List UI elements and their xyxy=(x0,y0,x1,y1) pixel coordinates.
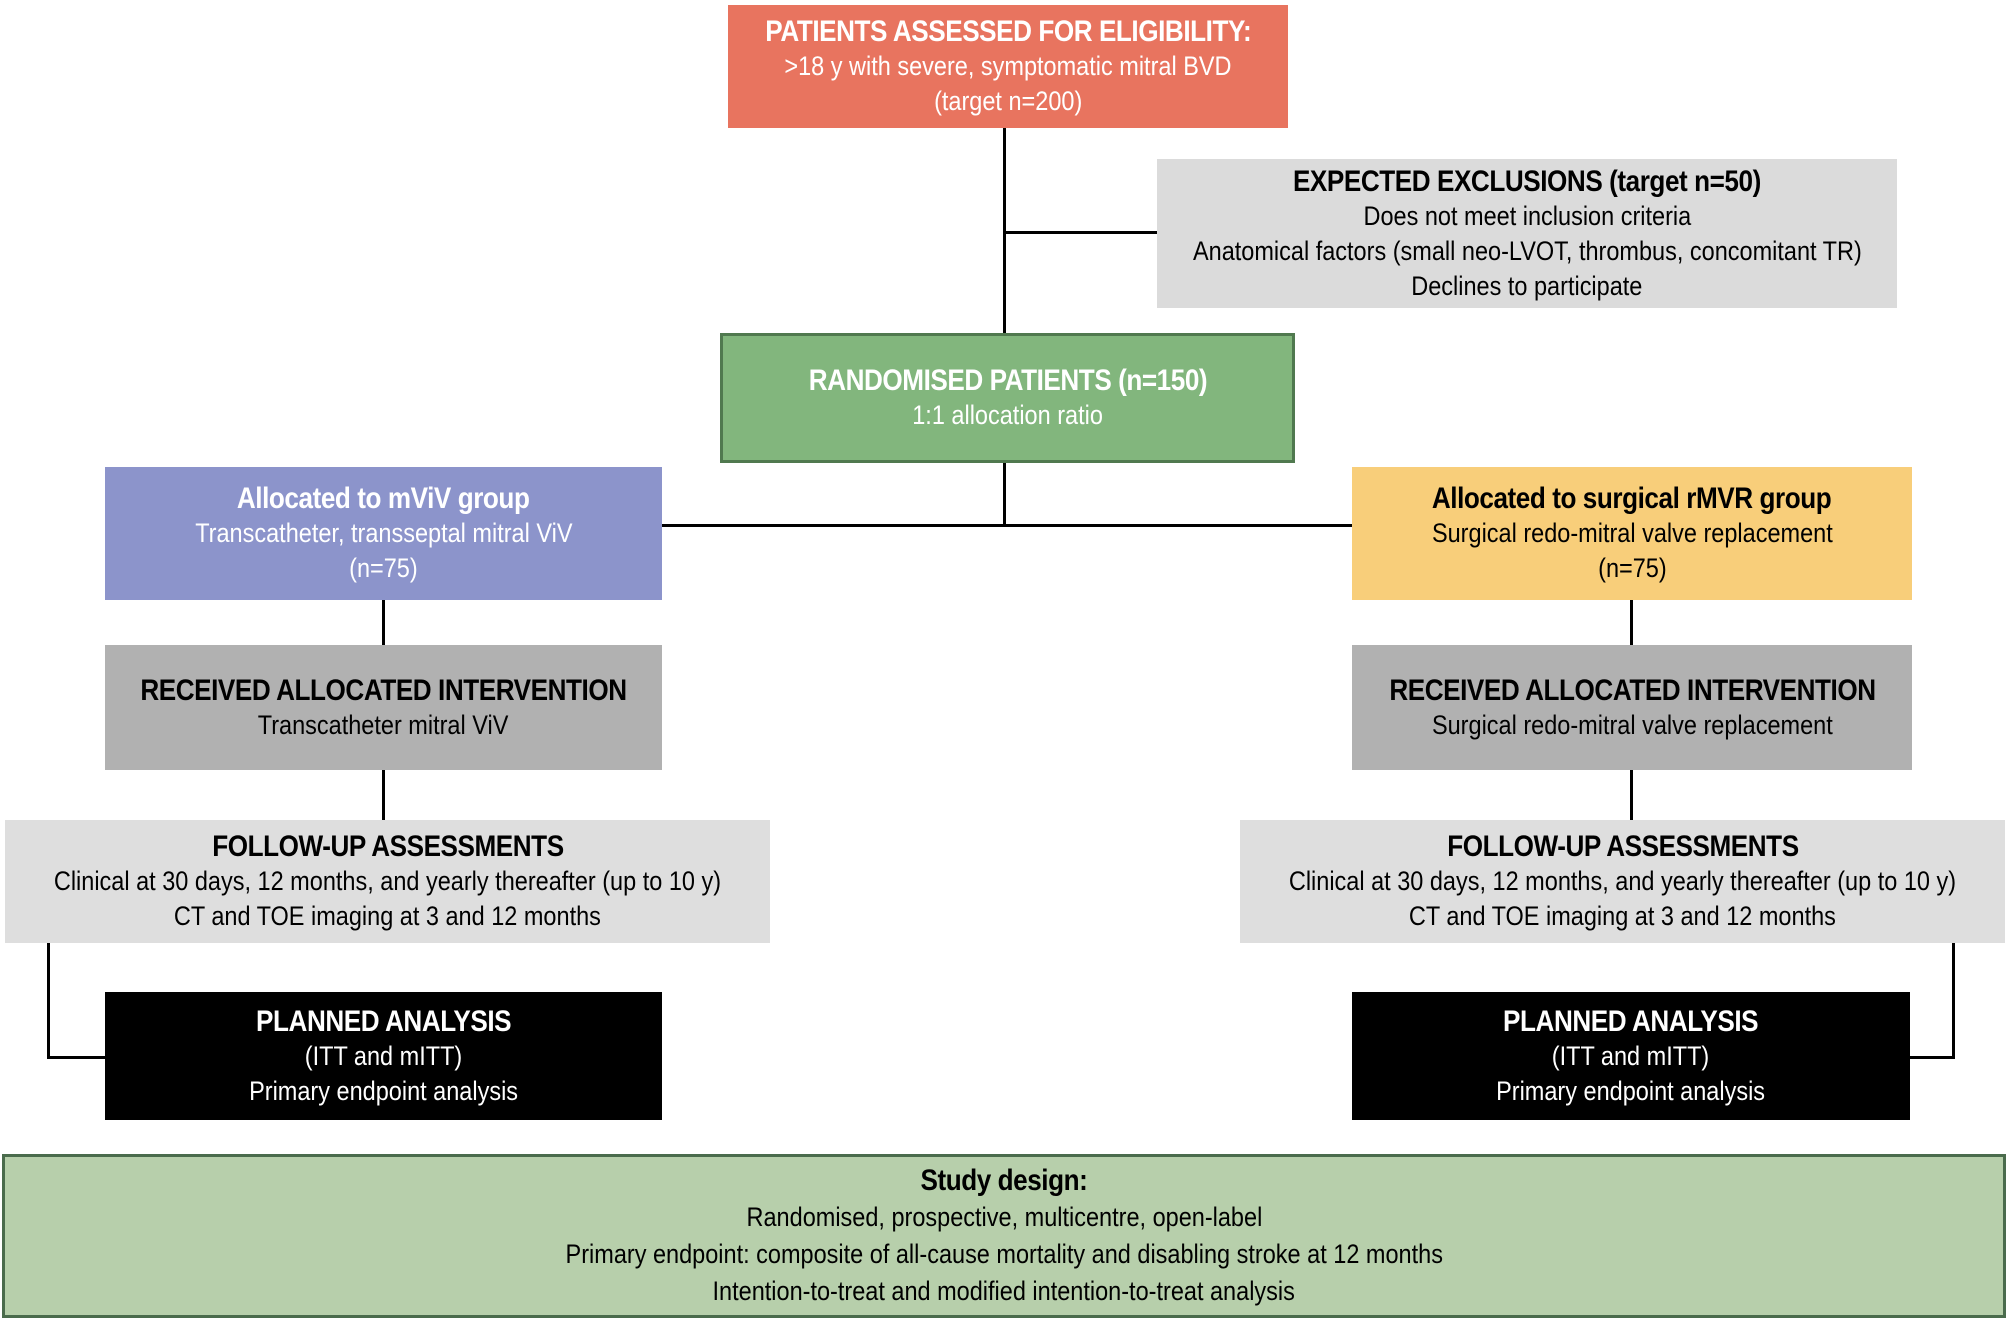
followup-mviv-imaging: CT and TOE imaging at 3 and 12 months xyxy=(173,901,602,931)
followup-rmvr-clinical: Clinical at 30 days, 12 months, and year… xyxy=(1288,866,1957,896)
received-intervention-mviv-box: RECEIVED ALLOCATED INTERVENTION Transcat… xyxy=(105,645,662,770)
followup-assessments-mviv-box: FOLLOW-UP ASSESSMENTS Clinical at 30 day… xyxy=(5,820,770,943)
eligibility-box: PATIENTS ASSESSED FOR ELIGIBILITY: >18 y… xyxy=(728,5,1288,128)
connector-followup-to-analysis-left-vertical xyxy=(47,943,50,1059)
followup-rmvr-title: FOLLOW-UP ASSESSMENTS xyxy=(1446,830,1799,863)
connector-received-to-followup-right xyxy=(1630,770,1633,820)
expected-exclusions-box: EXPECTED EXCLUSIONS (target n=50) Does n… xyxy=(1157,159,1897,308)
randomised-patients-box: RANDOMISED PATIENTS (n=150) 1:1 allocati… xyxy=(720,333,1295,463)
analysis-mviv-endpoint: Primary endpoint analysis xyxy=(249,1075,518,1106)
followup-mviv-clinical: Clinical at 30 days, 12 months, and year… xyxy=(53,866,722,896)
randomised-title: RANDOMISED PATIENTS (n=150) xyxy=(808,364,1207,397)
received-intervention-rmvr-box: RECEIVED ALLOCATED INTERVENTION Surgical… xyxy=(1352,645,1912,770)
allocated-rmvr-box: Allocated to surgical rMVR group Surgica… xyxy=(1352,467,1912,600)
exclusion-reason: Declines to participate xyxy=(1411,270,1643,301)
planned-analysis-mviv-box: PLANNED ANALYSIS (ITT and mITT) Primary … xyxy=(105,992,662,1120)
connector-followup-to-analysis-left-horizontal xyxy=(47,1056,105,1059)
eligibility-criteria: >18 y with severe, symptomatic mitral BV… xyxy=(784,51,1232,81)
analysis-mviv-title: PLANNED ANALYSIS xyxy=(255,1004,512,1038)
study-design-box: Study design: Randomised, prospective, m… xyxy=(2,1154,2006,1318)
study-design-endpoint: Primary endpoint: composite of all-cause… xyxy=(565,1239,1443,1269)
connector-rmvr-to-received xyxy=(1630,600,1633,645)
exclusion-reason: Does not meet inclusion criteria xyxy=(1363,200,1691,231)
analysis-rmvr-title: PLANNED ANALYSIS xyxy=(1503,1004,1759,1038)
received-mviv-description: Transcatheter mitral ViV xyxy=(258,709,509,740)
eligibility-title: PATIENTS ASSESSED FOR ELIGIBILITY: xyxy=(764,15,1251,48)
mviv-title: Allocated to mViV group xyxy=(237,482,530,515)
analysis-mviv-populations: (ITT and mITT) xyxy=(304,1040,463,1071)
received-rmvr-title: RECEIVED ALLOCATED INTERVENTION xyxy=(1388,673,1876,707)
connector-branch-to-exclusions xyxy=(1003,231,1158,234)
connector-mviv-to-received xyxy=(382,600,385,645)
allocated-mviv-box: Allocated to mViV group Transcatheter, t… xyxy=(105,467,662,600)
connector-allocation-split xyxy=(660,524,1354,527)
rmvr-title: Allocated to surgical rMVR group xyxy=(1432,482,1832,515)
analysis-rmvr-populations: (ITT and mITT) xyxy=(1552,1040,1710,1071)
eligibility-target-n: (target n=200) xyxy=(933,86,1083,116)
connector-followup-to-analysis-right-vertical xyxy=(1952,943,1955,1059)
followup-rmvr-imaging: CT and TOE imaging at 3 and 12 months xyxy=(1408,901,1837,931)
analysis-rmvr-endpoint: Primary endpoint analysis xyxy=(1496,1075,1766,1106)
received-rmvr-description: Surgical redo-mitral valve replacement xyxy=(1431,709,1833,740)
study-design-title: Study design: xyxy=(920,1164,1088,1197)
followup-mviv-title: FOLLOW-UP ASSESSMENTS xyxy=(211,830,564,863)
exclusions-title: EXPECTED EXCLUSIONS (target n=50) xyxy=(1293,164,1761,198)
mviv-n: (n=75) xyxy=(349,553,418,583)
connector-eligibility-to-randomised xyxy=(1003,128,1006,333)
study-design-type: Randomised, prospective, multicentre, op… xyxy=(746,1202,1262,1232)
rmvr-n: (n=75) xyxy=(1597,553,1667,583)
exclusion-reason: Anatomical factors (small neo-LVOT, thro… xyxy=(1192,235,1862,266)
received-mviv-title: RECEIVED ALLOCATED INTERVENTION xyxy=(140,673,627,707)
allocation-ratio: 1:1 allocation ratio xyxy=(912,400,1103,430)
rmvr-description: Surgical redo-mitral valve replacement xyxy=(1431,518,1833,548)
mviv-description: Transcatheter, transseptal mitral ViV xyxy=(194,518,573,548)
connector-randomised-to-split xyxy=(1003,463,1006,527)
study-design-analysis: Intention-to-treat and modified intentio… xyxy=(712,1276,1296,1306)
followup-assessments-rmvr-box: FOLLOW-UP ASSESSMENTS Clinical at 30 day… xyxy=(1240,820,2005,943)
connector-received-to-followup-left xyxy=(382,770,385,820)
planned-analysis-rmvr-box: PLANNED ANALYSIS (ITT and mITT) Primary … xyxy=(1352,992,1910,1120)
connector-followup-to-analysis-right-horizontal xyxy=(1910,1056,1955,1059)
